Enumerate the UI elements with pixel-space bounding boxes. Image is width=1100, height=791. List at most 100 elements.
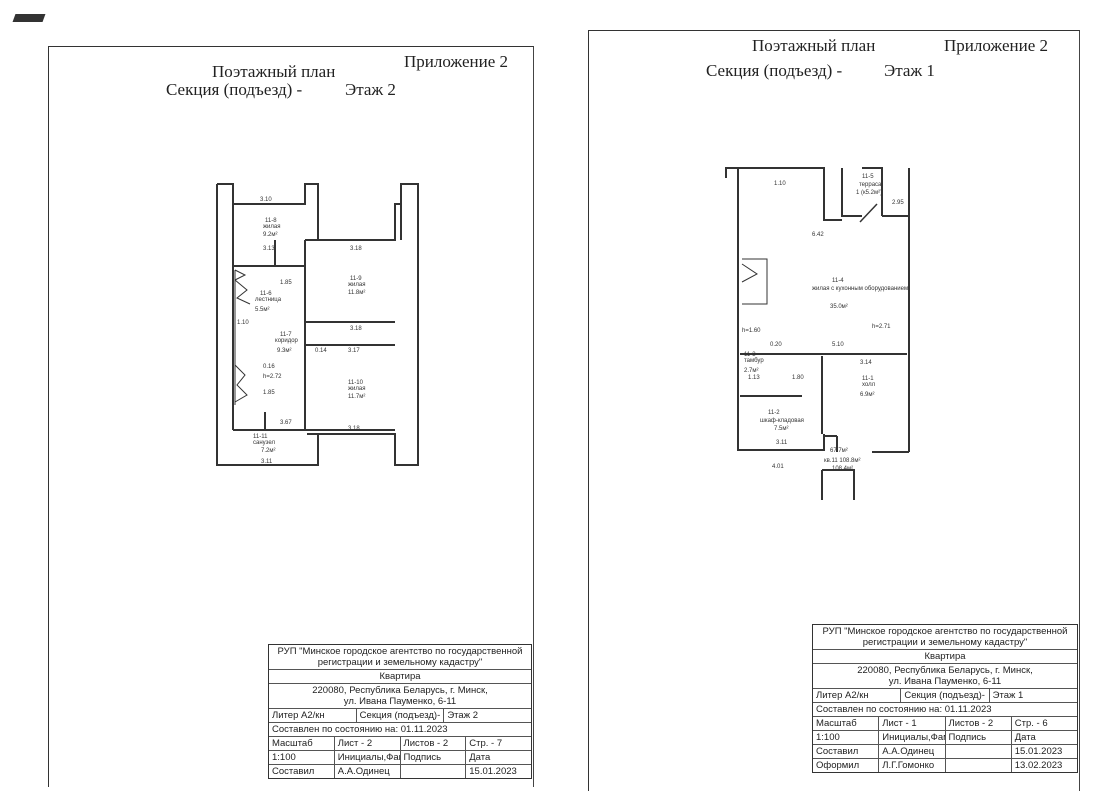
dim-label: h=2.71 [872, 324, 891, 330]
stamp-formed-header: Оформил [813, 759, 880, 772]
room-area: 11.8м² [348, 290, 365, 296]
dim-label: h=2.72 [263, 374, 282, 380]
room-area: 35.0м² [830, 304, 848, 310]
dim-label: 1.10 [237, 320, 249, 326]
room-area: 6.9м² [860, 392, 874, 398]
stamp-page-header: Стр. - [469, 738, 495, 749]
dim-label: 3.10 [260, 197, 272, 203]
stamp-object: Квартира [379, 671, 421, 682]
room-name: коридор [275, 338, 299, 344]
floor-plan-sheet-floor-2 [48, 46, 534, 787]
dim-label: 0.16 [263, 364, 275, 370]
stamp-sheets-header: Листов - [403, 738, 441, 749]
room-id: 11-3 [744, 352, 756, 358]
room-name: жилая с кухонным оборудованием [812, 286, 908, 292]
stamp-scale-header: Масштаб [269, 737, 335, 750]
plan-total: кв.11 108.8м² [824, 458, 861, 464]
appendix-label: Приложение 2 [944, 36, 1048, 55]
dim-label: 4.01 [772, 464, 784, 470]
stamp-page-value: 7 [496, 738, 503, 749]
stamp-composed-name: А.А.Одинец [879, 745, 946, 758]
room-id: 11-10 [348, 380, 364, 386]
room-area: 11.7м² [348, 394, 365, 400]
stamp-scale-header: Масштаб [813, 717, 880, 730]
stamp-org: РУП "Минское городское агентство по госу… [269, 645, 531, 670]
room-name: шкаф-кладовая [760, 418, 804, 424]
plan-total: 108.4м² [832, 466, 853, 472]
dim-label: 3.17 [348, 348, 360, 354]
room-area: 1 (к5.2м²) [856, 190, 882, 196]
stamp-formed-name: Л.Г.Гомонко [879, 759, 946, 772]
room-id: 11-6 [260, 291, 272, 297]
dim-label: 1.85 [263, 390, 275, 396]
stamp-composed-date: 15.01.2023 [469, 766, 517, 777]
stamp-sheet-value: 2 [366, 738, 373, 749]
stamp-sign-header: Подпись [401, 751, 467, 764]
stamp-address-2: ул. Ивана Пауменко, 6-11 [888, 676, 1002, 687]
floor-label: Этаж 2 [345, 80, 396, 99]
dim-label: 0.20 [770, 342, 782, 348]
room-name: терраса [859, 182, 882, 188]
room-id: 11-1 [862, 376, 874, 382]
room-area: 5.5м² [255, 307, 269, 313]
stamp-address-2: ул. Ивана Пауменко, 6-11 [343, 696, 457, 707]
dim-label: 1.13 [748, 375, 760, 381]
stamp-sheets-value: 2 [442, 738, 449, 749]
room-name: санузел [253, 440, 275, 446]
dim-label: 3.14 [860, 360, 872, 366]
stamp-sheet-value: 1 [911, 718, 917, 729]
dim-label: 5.10 [832, 342, 844, 348]
stamp-liter: Литер А2/кн [269, 709, 357, 722]
room-area: 2.7м² [744, 368, 758, 374]
stamp-composed-name: А.А.Одинец [335, 765, 401, 778]
room-id: 11-11 [253, 434, 268, 440]
stamp-sheets-value: 2 [987, 718, 994, 729]
room-name: жилая [348, 282, 365, 288]
dim-label: 1.10 [774, 181, 786, 187]
dim-label: 3.11 [776, 440, 788, 446]
room-area: 9.2м² [263, 232, 277, 238]
title-block: РУП "Минское городское агентство по госу… [268, 644, 532, 779]
section-label: Секция (подъезд) - [166, 80, 303, 99]
plan-total: 67.7м² [830, 448, 848, 454]
stamp-liter: Литер А2/кн [813, 689, 902, 702]
sheet-title: Поэтажный план [752, 36, 876, 55]
stamp-object: Квартира [924, 651, 966, 662]
stamp-initials-header: Инициалы,Фамилия [879, 731, 946, 744]
stamp-floor: Этаж 1 [992, 690, 1024, 701]
stamp-composed-header: Составил [269, 765, 335, 778]
floor-2-plan-drawing: 3.10 11-8 жилая 9.2м² 3.13 3.18 1.85 11-… [216, 183, 419, 466]
stamp-section: Секция (подъезд)- [357, 709, 445, 722]
dim-label: 3.67 [280, 420, 292, 426]
stamp-page-header: Стр. - [1014, 718, 1040, 729]
section-label: Секция (подъезд) - [706, 61, 843, 80]
room-name: лестница [255, 297, 282, 303]
floor-plan-sheet-floor-1 [588, 30, 1080, 791]
dim-label: 1.85 [280, 280, 292, 286]
stamp-date-header: Дата [469, 752, 491, 763]
dim-label: 3.18 [350, 326, 362, 332]
dim-label: 3.13 [263, 246, 275, 252]
sheet-title: Поэтажный план [212, 62, 336, 81]
dim-label: 0.14 [315, 348, 327, 354]
room-id: 11-4 [832, 278, 844, 284]
floor-1-plan-drawing: 1.10 11-5 терраса 1 (к5.2м²) 2.95 6.42 1… [725, 167, 910, 500]
room-id: 11-2 [768, 410, 780, 416]
stamp-sheets-header: Листов - [948, 718, 986, 729]
dim-label: 2.95 [892, 200, 904, 206]
dim-label: 3.18 [348, 426, 360, 432]
floor-label: Этаж 1 [884, 61, 935, 80]
dim-label: 3.18 [350, 246, 362, 252]
stamp-scale-value: 1:100 [813, 731, 880, 744]
stamp-sheet-header: Лист - [882, 718, 909, 729]
room-id: 11-5 [862, 174, 874, 180]
room-name: жилая [348, 386, 365, 392]
stamp-address-1: 220080, Республика Беларусь, г. Минск, [857, 665, 1033, 676]
stamp-sheet-header: Лист - [337, 738, 365, 749]
stamp-state: Составлен по состоянию на: 01.11.2023 [272, 724, 448, 735]
scan-mark [12, 14, 46, 22]
stamp-date-header: Дата [1014, 732, 1036, 743]
stamp-formed-date: 13.02.2023 [1014, 760, 1063, 771]
dim-label: 1.80 [792, 375, 804, 381]
title-block: РУП "Минское городское агентство по госу… [812, 624, 1078, 773]
